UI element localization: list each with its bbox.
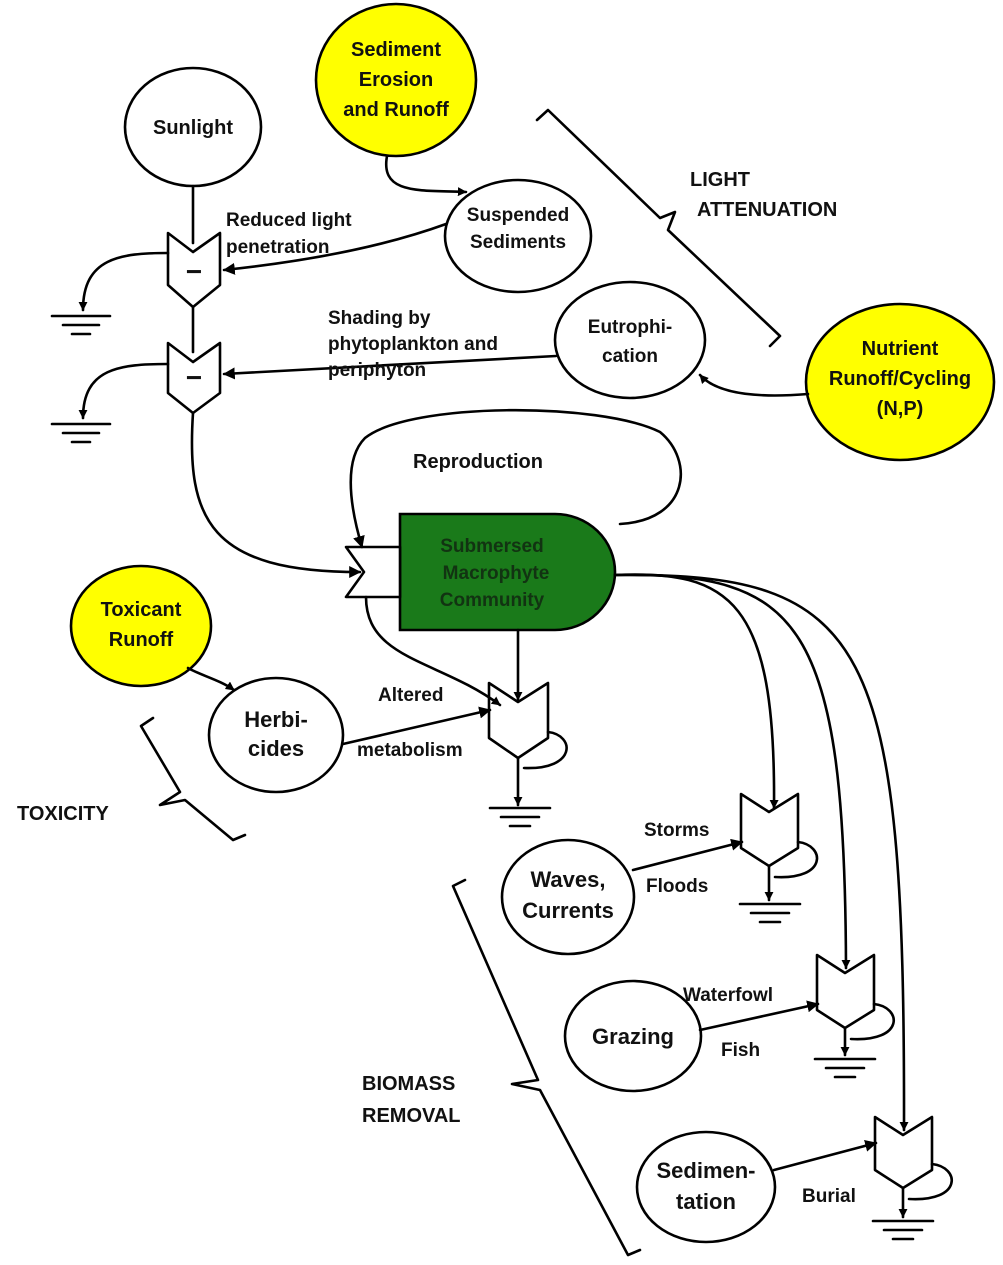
eutrophication-node: Eutrophi- cation bbox=[553, 280, 707, 400]
heat-sink-5 bbox=[813, 1057, 877, 1079]
grazing-node: Grazing bbox=[563, 979, 703, 1093]
sediment-source-line-2: Erosion bbox=[359, 69, 433, 91]
macrophyte-line-1: Submersed bbox=[440, 536, 543, 557]
floods-label: Floods bbox=[646, 876, 708, 897]
altered-label: Altered bbox=[378, 685, 443, 706]
light-attenuation-bracket: LIGHT ATTENUATION bbox=[535, 108, 837, 348]
burial-label: Burial bbox=[802, 1186, 856, 1207]
grazing-label: Grazing bbox=[592, 1024, 674, 1049]
sunlight-source: Sunlight bbox=[123, 66, 263, 188]
storms-label: Storms bbox=[644, 820, 709, 841]
eutrophication-line-1: Eutrophi- bbox=[588, 317, 672, 338]
light-attenuation-label-2: ATTENUATION bbox=[697, 199, 837, 221]
flows bbox=[78, 154, 909, 1219]
sedimentation-node: Sedimen- tation bbox=[635, 1130, 777, 1244]
heat-sink-2 bbox=[50, 422, 112, 444]
toxicant-source-line-1: Toxicant bbox=[101, 599, 182, 621]
light-interaction-1: − bbox=[166, 231, 222, 309]
toxicity-bracket: TOXICITY bbox=[17, 716, 247, 842]
shading-label-2: phytoplankton and bbox=[328, 334, 498, 355]
macrophyte-line-2: Macrophyte bbox=[443, 563, 550, 584]
shading-label-3: periphyton bbox=[328, 360, 426, 381]
waves-line-1: Waves, bbox=[530, 867, 605, 892]
sunlight-label: Sunlight bbox=[153, 117, 233, 139]
herbicides-line-1: Herbi- bbox=[244, 707, 308, 732]
sedimentation-line-1: Sedimen- bbox=[656, 1158, 755, 1183]
suspended-sediments-node: Suspended Sediments bbox=[443, 178, 593, 294]
fish-label: Fish bbox=[721, 1040, 760, 1061]
sediment-erosion-source: Sediment Erosion and Runoff bbox=[314, 2, 478, 158]
interaction-1-minus: − bbox=[186, 256, 202, 287]
heat-sink-4 bbox=[738, 902, 802, 924]
eutrophication-line-2: cation bbox=[602, 346, 658, 367]
waves-line-2: Currents bbox=[522, 898, 614, 923]
interaction-2-minus: − bbox=[186, 362, 202, 393]
suspended-sediments-line-2: Sediments bbox=[470, 232, 566, 253]
light-interaction-2: − bbox=[166, 341, 222, 415]
biomass-removal-bracket: BIOMASS REMOVAL bbox=[362, 878, 642, 1257]
storms-interaction bbox=[739, 792, 819, 879]
reduced-light-label-2: penetration bbox=[226, 237, 329, 258]
sediment-source-line-3: and Runoff bbox=[343, 99, 449, 121]
heat-sink-6 bbox=[871, 1219, 935, 1241]
biomass-removal-label-1: BIOMASS bbox=[362, 1073, 455, 1095]
light-attenuation-label-1: LIGHT bbox=[690, 169, 750, 191]
biomass-removal-label-2: REMOVAL bbox=[362, 1105, 461, 1127]
macrophyte-line-3: Community bbox=[440, 590, 545, 611]
sediment-source-line-1: Sediment bbox=[351, 39, 441, 61]
nutrient-source-line-3: (N,P) bbox=[877, 398, 924, 420]
metabolism-label: metabolism bbox=[357, 740, 463, 761]
sedimentation-line-2: tation bbox=[676, 1189, 736, 1214]
herbicides-line-2: cides bbox=[248, 736, 304, 761]
toxicant-runoff-source: Toxicant Runoff bbox=[69, 564, 213, 688]
waves-currents-node: Waves, Currents bbox=[500, 838, 636, 956]
burial-interaction bbox=[873, 1115, 953, 1201]
grazing-interaction bbox=[815, 953, 895, 1041]
submersed-macrophyte-community: Submersed Macrophyte Community bbox=[344, 512, 617, 632]
toxicant-source-line-2: Runoff bbox=[109, 629, 174, 651]
toxicity-label: TOXICITY bbox=[17, 803, 110, 825]
nutrient-source-line-2: Runoff/Cycling bbox=[829, 368, 971, 390]
shading-label-1: Shading by bbox=[328, 308, 431, 329]
heat-sink-1 bbox=[50, 314, 112, 336]
reproduction-label: Reproduction bbox=[413, 451, 543, 473]
nutrient-runoff-source: Nutrient Runoff/Cycling (N,P) bbox=[804, 302, 996, 462]
reduced-light-label-1: Reduced light bbox=[226, 210, 352, 231]
herbicides-node: Herbi- cides bbox=[207, 676, 345, 794]
nutrient-source-line-1: Nutrient bbox=[862, 338, 939, 360]
metabolism-interaction bbox=[487, 681, 568, 770]
suspended-sediments-line-1: Suspended bbox=[467, 205, 569, 226]
waterfowl-label: Waterfowl bbox=[683, 985, 773, 1006]
heat-sink-3 bbox=[488, 806, 552, 828]
